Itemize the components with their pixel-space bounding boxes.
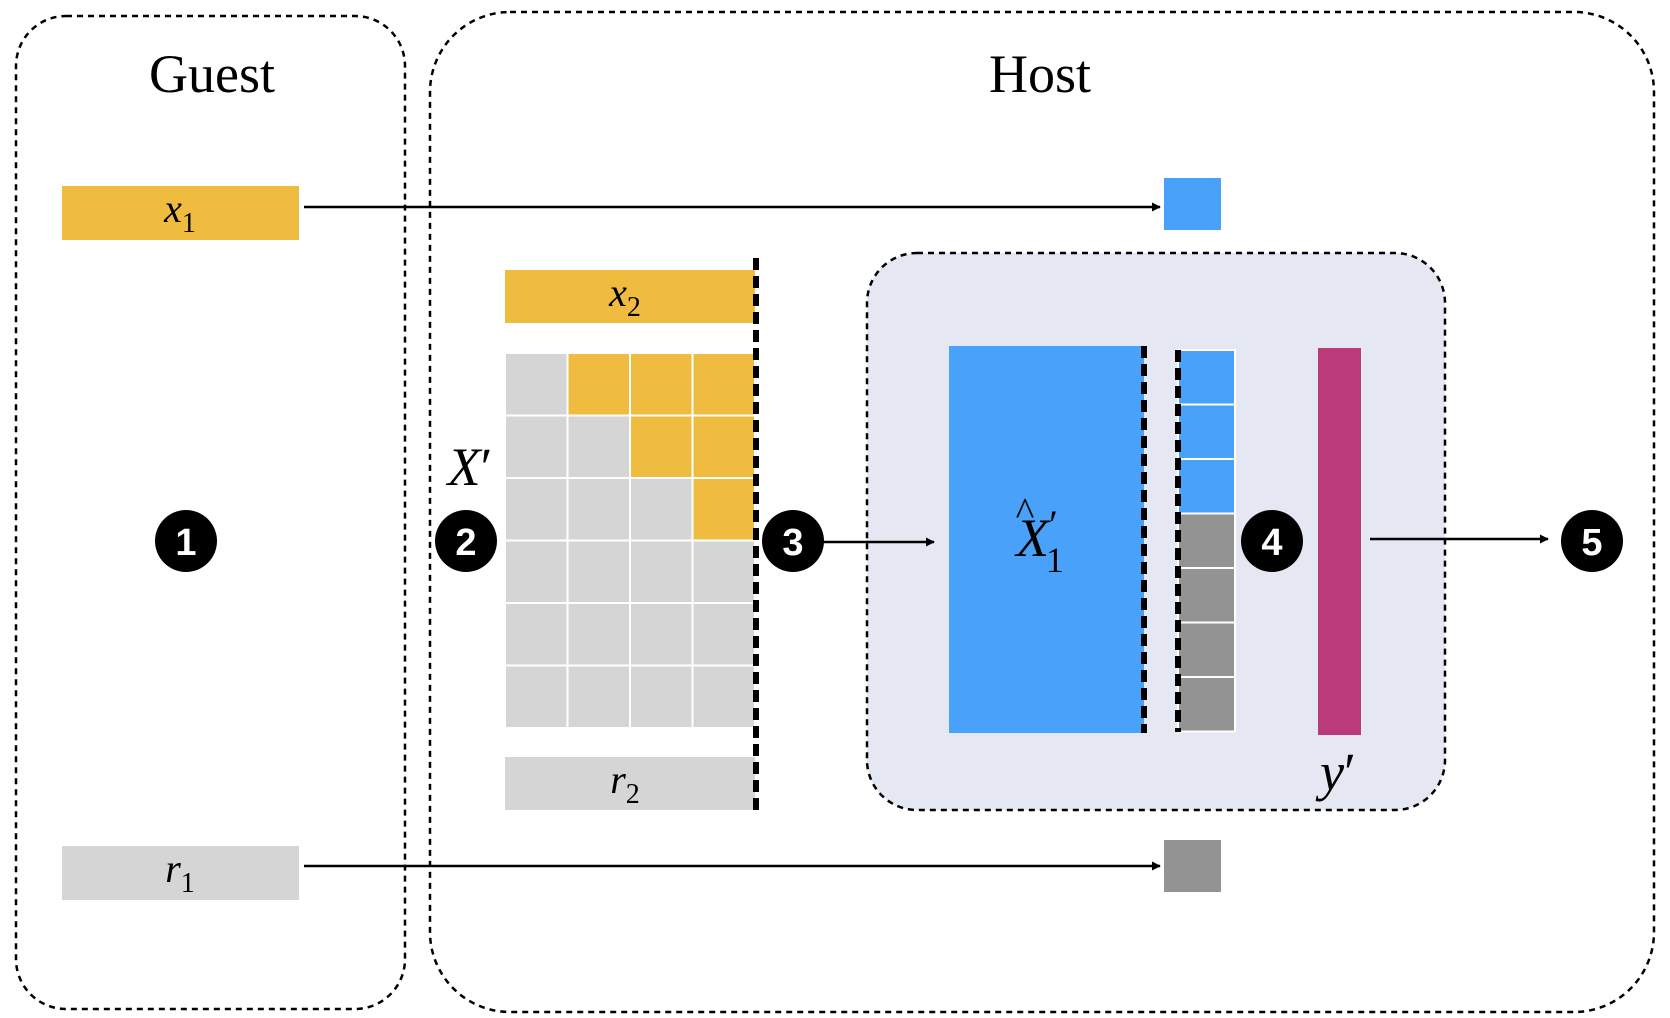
svg-text:4: 4 [1261, 522, 1282, 564]
matrix-cell [504, 352, 569, 417]
svg-text:5: 5 [1581, 522, 1602, 564]
y-prime-label: y′ [1315, 742, 1356, 802]
embedding-cell [1177, 458, 1236, 515]
step-3-marker: 3 [762, 510, 824, 572]
host-title: Host [989, 44, 1091, 104]
matrix-cell [566, 664, 631, 729]
embedding-column [1177, 349, 1236, 733]
x1-hat-prime-hat: ^ [1016, 489, 1035, 534]
r2-label: r2 [610, 757, 640, 810]
svg-text:2: 2 [455, 522, 476, 564]
x2-label: x2 [608, 270, 641, 323]
y-prime-bar [1318, 348, 1361, 735]
matrix-cell [691, 539, 756, 604]
matrix-cell [629, 414, 694, 479]
matrix-cell [566, 352, 631, 417]
svg-text:1: 1 [175, 522, 196, 564]
matrix-cell [629, 477, 694, 542]
matrix-cell [629, 602, 694, 667]
matrix-cell [566, 602, 631, 667]
matrix-cell [566, 539, 631, 604]
matrix-cell [504, 414, 569, 479]
step-5-marker: 5 [1561, 510, 1623, 572]
matrix-cell [691, 352, 756, 417]
matrix-cell [504, 602, 569, 667]
embedding-cell [1177, 567, 1236, 624]
matrix-cell [566, 414, 631, 479]
r1-label: r1 [165, 846, 195, 899]
x1-bar [62, 186, 299, 240]
matrix-cell [629, 352, 694, 417]
svg-text:3: 3 [782, 522, 803, 564]
embedding-cell [1177, 349, 1236, 406]
matrix-cell [566, 477, 631, 542]
host-panel [428, 10, 1656, 1014]
matrix-cell [504, 664, 569, 729]
x1-hat-prime-block [949, 346, 1144, 733]
x-prime-matrix [504, 352, 756, 729]
x1-output-square [1164, 178, 1221, 230]
x-prime-label: X′ [446, 437, 493, 497]
step-2-marker: 2 [435, 510, 497, 572]
x1-hat-prime-label: X′1 [1014, 502, 1064, 580]
guest-panel [14, 14, 407, 1011]
matrix-cell [629, 664, 694, 729]
x2-bar [505, 270, 755, 323]
embedding-cell [1177, 676, 1236, 733]
matrix-cell [691, 414, 756, 479]
matrix-cell [504, 539, 569, 604]
matrix-cell [691, 664, 756, 729]
x1-label: x1 [163, 186, 196, 239]
embedding-cell [1177, 512, 1236, 569]
matrix-cell [691, 477, 756, 542]
step-4-marker: 4 [1241, 510, 1303, 572]
matrix-cell [691, 602, 756, 667]
r2-bar [505, 757, 755, 810]
r1-output-square [1164, 840, 1221, 892]
r1-bar [62, 846, 299, 900]
matrix-cell [504, 477, 569, 542]
matrix-cell [629, 539, 694, 604]
step-1-marker: 1 [155, 510, 217, 572]
guest-title: Guest [149, 44, 275, 104]
embedding-cell [1177, 621, 1236, 678]
embedding-cell [1177, 403, 1236, 460]
